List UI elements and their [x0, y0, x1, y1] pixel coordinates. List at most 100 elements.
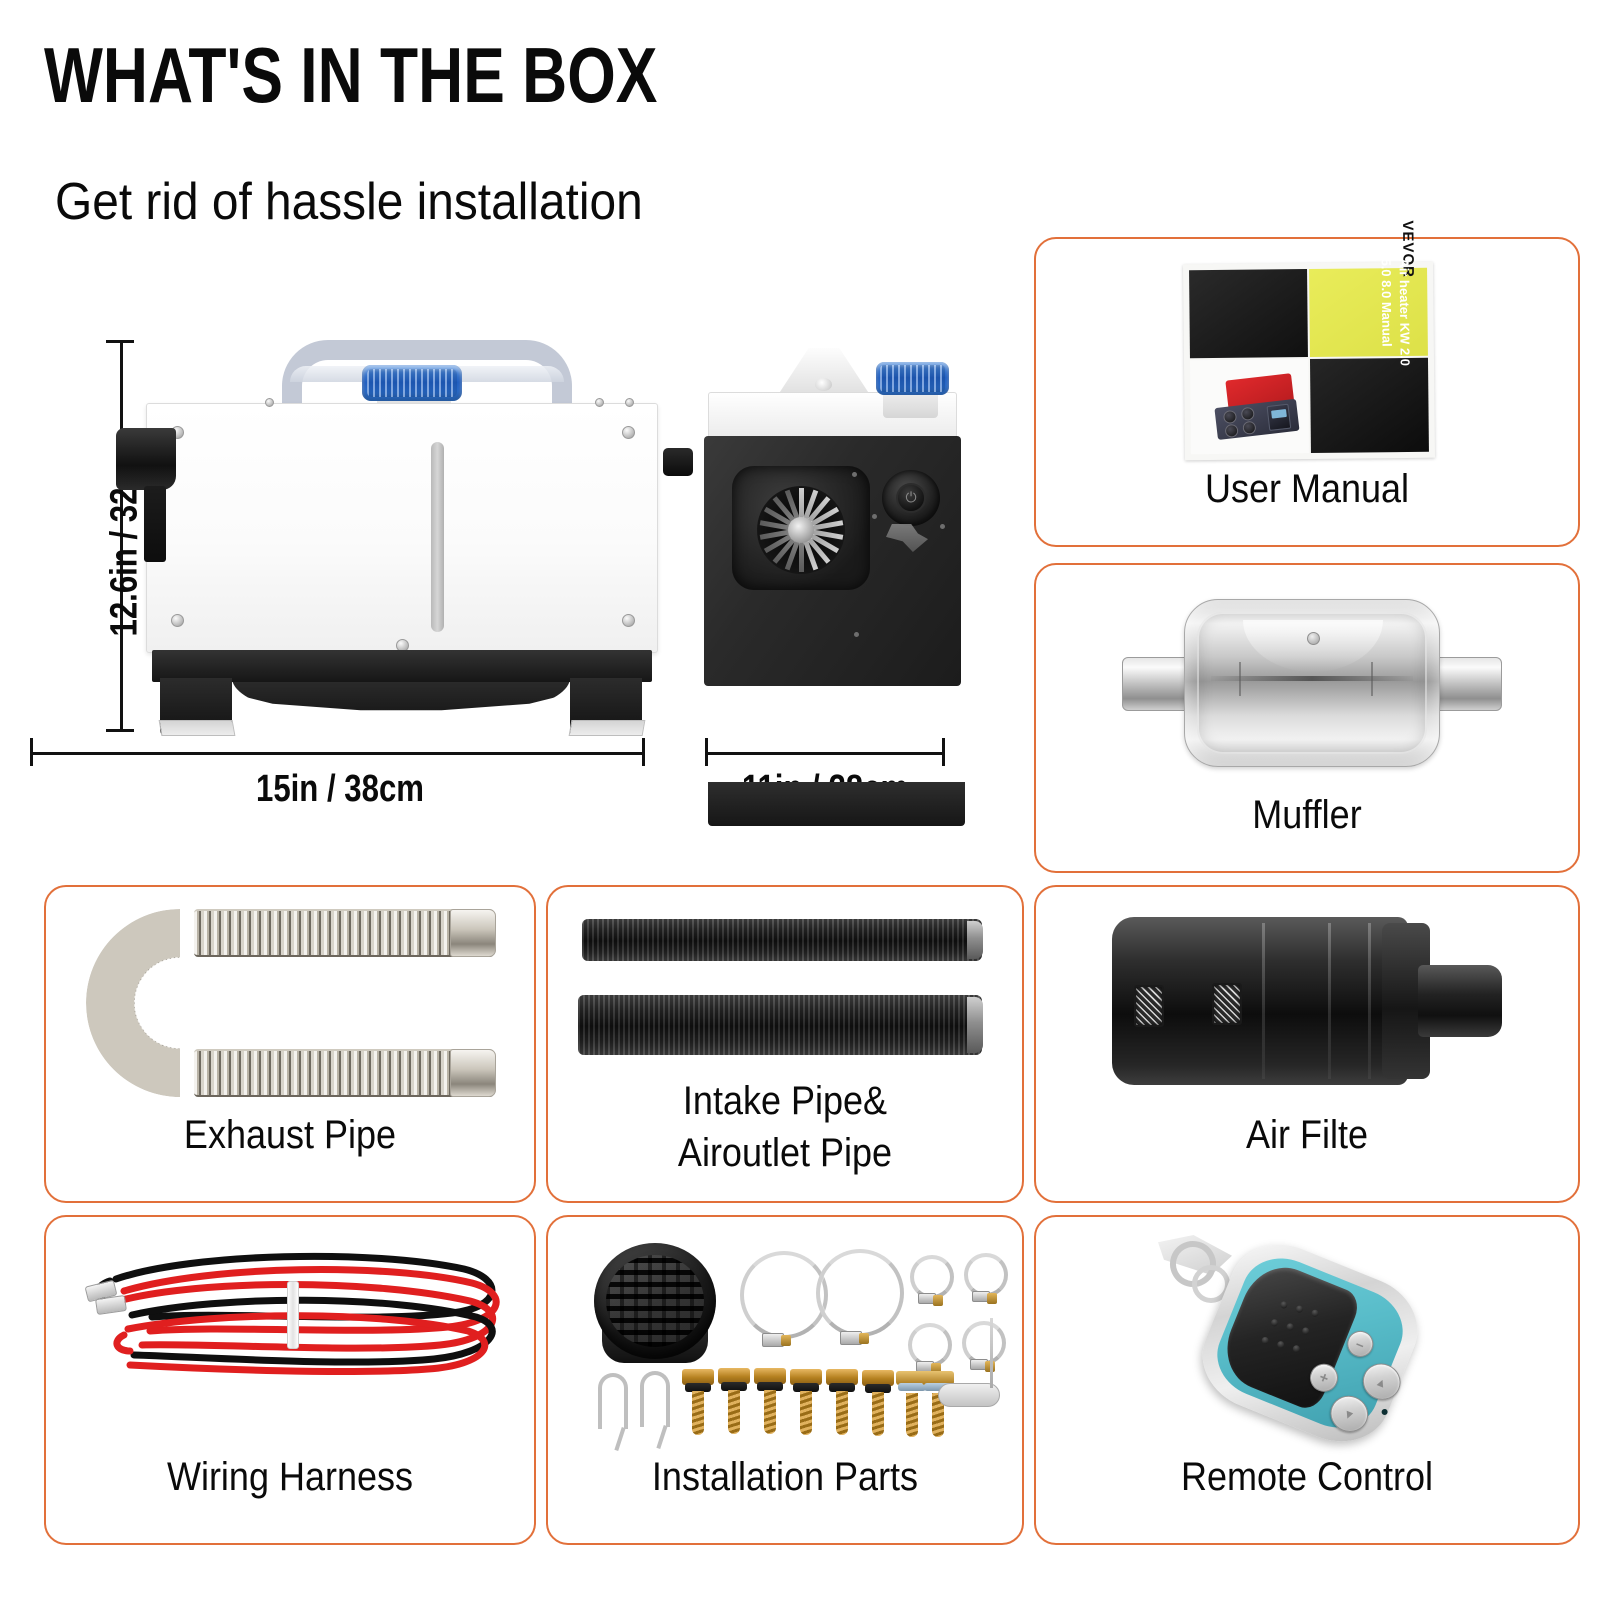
remote-control-image: − ▲ + ▼ — [1154, 1228, 1454, 1458]
height-dimension-cap-top — [106, 340, 134, 343]
card-muffler[interactable]: Muffler — [1034, 563, 1580, 873]
cover-dot — [1269, 1318, 1280, 1328]
wire-clip — [640, 1371, 670, 1427]
self-drilling-screw — [826, 1369, 858, 1435]
manual-title-text: Air heater KW 2.0 5.0 8.0 Manual — [1376, 258, 1414, 366]
panel-screw — [595, 398, 604, 407]
airoutlet-pipe — [578, 995, 983, 1055]
bolt-shaft — [906, 1393, 918, 1437]
panel-screw — [940, 524, 945, 529]
harness-black-wire — [128, 1296, 496, 1366]
panel-screw — [872, 514, 877, 519]
hex-bolt — [896, 1371, 928, 1437]
page-subtitle: Get rid of hassle installation — [55, 173, 643, 231]
cover-dot — [1294, 1304, 1304, 1314]
screw-washer — [865, 1384, 891, 1393]
air-filter-ring — [1328, 923, 1331, 1079]
remote-sliding-cover — [1214, 1255, 1364, 1414]
card-label-intake-pipe-line1: Intake Pipe& — [682, 1079, 888, 1123]
card-installation-parts[interactable]: Installation Parts — [546, 1215, 1024, 1545]
muffler-image — [1122, 591, 1502, 775]
remote-button-down[interactable]: ▼ — [1324, 1390, 1374, 1438]
muffler-weld-mark — [1371, 662, 1373, 696]
harness-red-wire — [120, 1266, 500, 1335]
side-width-dimension-label: 15in / 38cm — [255, 768, 425, 810]
bolt-head — [922, 1371, 954, 1385]
remote-button-up[interactable]: ▲ — [1357, 1357, 1407, 1406]
manual-cover-block-dark — [1189, 269, 1308, 359]
fan-hub — [788, 517, 814, 544]
hose-clamp-screw — [762, 1333, 791, 1347]
card-wiring-harness[interactable]: Wiring Harness — [44, 1215, 536, 1545]
cover-dot — [1279, 1300, 1289, 1310]
heater-base-arch — [232, 678, 570, 711]
heater-front-view-image — [700, 340, 965, 826]
card-user-manual[interactable]: VEVOR Air heater KW 2.0 — [1034, 220, 1580, 547]
manual-cover-product-photo — [1203, 368, 1306, 445]
exhaust-pipe-upper-run — [194, 909, 494, 957]
card-intake-pipe[interactable]: Intake Pipe& Airoutlet Pipe — [546, 885, 1024, 1203]
card-label-intake-pipe: Intake Pipe& Airoutlet Pipe — [572, 1075, 999, 1179]
screw-shaft — [728, 1390, 740, 1434]
heater-air-slot — [431, 442, 444, 632]
screw-washer — [757, 1382, 783, 1391]
height-dimension-cap-bottom — [106, 729, 134, 732]
wiring-harness-svg — [94, 1252, 500, 1376]
fuel-cap — [362, 365, 462, 401]
screw-shaft — [872, 1392, 884, 1436]
card-remote-control[interactable]: − ▲ + ▼ Remote Control — [1034, 1215, 1580, 1545]
heater-top-bracket — [776, 348, 872, 398]
card-label-wiring-harness: Wiring Harness — [166, 1455, 414, 1499]
cover-dot — [1301, 1326, 1311, 1336]
harness-red-wire — [124, 1312, 489, 1376]
panel-screw — [265, 398, 274, 407]
self-drilling-screw — [790, 1369, 822, 1435]
product-dimension-diagram: 12.6in / 32cm 15in / 38cm 11in / 28cm — [0, 240, 1010, 830]
cover-dot — [1310, 1308, 1320, 1318]
remote-led — [1380, 1408, 1389, 1416]
panel-screw — [854, 632, 859, 637]
hose-clamp-screw — [970, 1359, 995, 1372]
bolt-shaft — [932, 1393, 944, 1437]
screw-head — [790, 1369, 822, 1385]
panel-screw — [622, 614, 635, 627]
heater-front-base — [708, 782, 965, 826]
exhaust-pipe-lower-run — [194, 1049, 494, 1097]
side-width-cap-right — [642, 738, 645, 766]
connector-wire — [886, 524, 928, 552]
side-width-dimension-line — [30, 752, 645, 755]
exhaust-pipe-end-bottom — [450, 1049, 496, 1097]
front-width-dimension-line — [705, 752, 945, 755]
air-filter-outlet-nozzle — [1418, 965, 1502, 1037]
card-label-muffler: Muffler — [1252, 793, 1362, 837]
panel-screw — [625, 398, 634, 407]
heater-body-panel — [146, 398, 658, 653]
intake-outlet-pipe-image — [576, 909, 996, 1075]
heater-side-view-image — [116, 340, 693, 740]
manual-cover-photo-block — [1189, 359, 1309, 455]
screw-head — [682, 1369, 714, 1385]
wiring-harness-image — [72, 1239, 512, 1409]
card-label-remote-control: Remote Control — [1180, 1455, 1434, 1499]
screw-shaft — [800, 1391, 812, 1435]
heater-base-leg — [160, 678, 232, 736]
air-filter-mesh-window — [1134, 985, 1164, 1027]
vent-louver — [594, 1243, 716, 1359]
air-filter-image — [1106, 909, 1506, 1095]
front-width-cap-left — [705, 738, 708, 766]
self-drilling-screw — [754, 1368, 786, 1434]
card-exhaust-pipe[interactable]: Exhaust Pipe — [44, 885, 536, 1203]
card-label-intake-pipe-line2: Airoutlet Pipe — [677, 1131, 893, 1175]
screw-washer — [685, 1383, 711, 1392]
manual-booklet: VEVOR Air heater KW 2.0 — [1182, 220, 1436, 461]
self-drilling-screw — [718, 1368, 750, 1434]
manual-cover-block-title: Air heater KW 2.0 5.0 8.0 Manual — [1309, 258, 1429, 453]
self-drilling-screw — [862, 1370, 894, 1436]
screw-washer — [721, 1382, 747, 1391]
card-air-filter[interactable]: Air Filte — [1034, 885, 1580, 1203]
hose-clamp-large — [740, 1251, 828, 1339]
exhaust-pipe-end-top — [450, 909, 496, 957]
screw-washer — [829, 1383, 855, 1392]
fuel-pump-connector — [116, 428, 176, 562]
self-drilling-screw — [682, 1369, 714, 1435]
